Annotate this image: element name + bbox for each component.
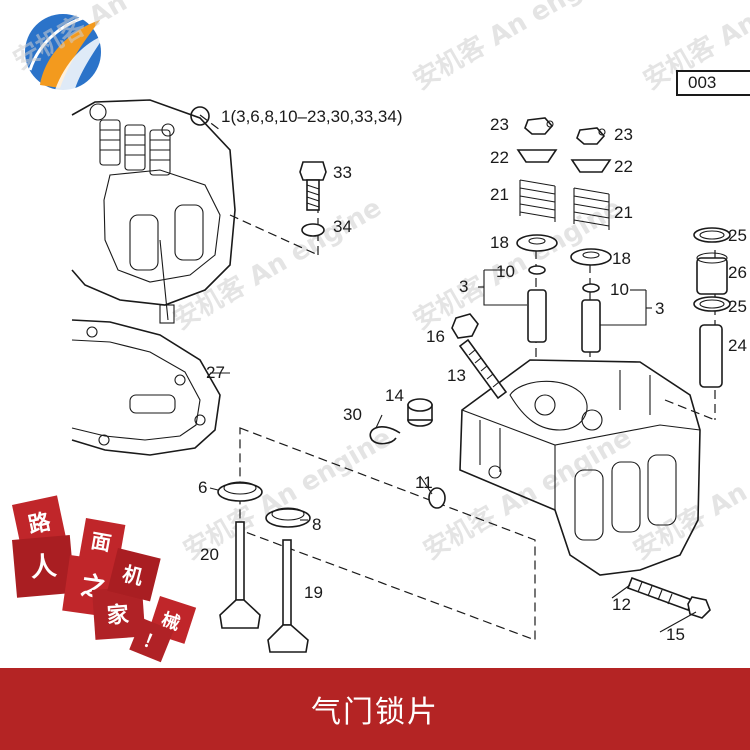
callout-23-right: 23 xyxy=(614,125,633,144)
valve-column-left xyxy=(516,117,558,343)
caption-text: 气门锁片 xyxy=(311,695,439,730)
bolt-12-15 xyxy=(626,576,711,619)
watermark: 安机客 An engine xyxy=(8,0,227,76)
callout-12: 12 xyxy=(612,595,631,614)
main-cylinder-head xyxy=(459,359,701,576)
callout-20: 20 xyxy=(200,545,219,564)
callout-25-top: 25 xyxy=(728,226,747,245)
callout-30: 30 xyxy=(343,405,362,424)
callout-3-left: 3 xyxy=(459,277,468,296)
watermark: 安机客 An engine xyxy=(418,422,637,566)
callout-labels: 1(3,6,8,10–23,30,33,34) 33 34 23 22 21 1… xyxy=(198,107,747,644)
cube-char: 人 xyxy=(29,551,58,583)
callout-10-right: 10 xyxy=(610,280,629,299)
stud-13-nut-16 xyxy=(451,313,508,400)
callout-18-right: 18 xyxy=(612,249,631,268)
callout-3-right: 3 xyxy=(655,299,664,318)
callout-1: 1(3,6,8,10–23,30,33,34) xyxy=(221,107,402,126)
callout-10-left: 10 xyxy=(496,262,515,281)
cube-stamp-logo: 路 人 之 家 面 机 械 ！ xyxy=(12,495,197,663)
callout-21-right: 21 xyxy=(614,203,633,222)
callout-8: 8 xyxy=(312,515,321,534)
callout-26: 26 xyxy=(728,263,747,282)
callout-brackets xyxy=(478,269,652,326)
nut-14 xyxy=(407,398,433,427)
callout-23-left: 23 xyxy=(490,115,509,134)
callout-6: 6 xyxy=(198,478,207,497)
callout-18-left: 18 xyxy=(490,233,509,252)
callout-33: 33 xyxy=(333,163,352,182)
watermark: 安机客 An engine xyxy=(628,422,750,566)
tube-assembly-right xyxy=(693,227,731,388)
callout-14: 14 xyxy=(385,386,404,405)
valve-20 xyxy=(219,521,261,629)
callout-24: 24 xyxy=(728,336,747,355)
cube-char: 面 xyxy=(89,528,113,555)
valve-column-right xyxy=(570,127,612,353)
document-number: 003 xyxy=(676,70,750,96)
valve-seat-8 xyxy=(265,507,311,528)
valve-19 xyxy=(267,539,309,653)
watermark: 安机客 An engine xyxy=(408,0,627,96)
callout-13: 13 xyxy=(447,366,466,385)
callout-22-right: 22 xyxy=(614,157,633,176)
clip-30 xyxy=(369,426,401,445)
washer-11 xyxy=(428,487,446,509)
cube-char: 家 xyxy=(106,601,131,629)
callout-leaders xyxy=(209,372,697,633)
callout-21-left: 21 xyxy=(490,185,509,204)
watermark: 安机客 An engine xyxy=(168,192,387,336)
callout-19: 19 xyxy=(304,583,323,602)
callout-16: 16 xyxy=(426,327,445,346)
brand-logo xyxy=(25,14,105,92)
bolt-33 xyxy=(299,161,327,211)
callout-22-left: 22 xyxy=(490,148,509,167)
oring-symbol xyxy=(190,106,210,126)
callout-15: 15 xyxy=(666,625,685,644)
callout-27: 27 xyxy=(206,363,225,382)
callout-11: 11 xyxy=(415,473,433,492)
callout-25-bottom: 25 xyxy=(728,297,747,316)
callout-34: 34 xyxy=(333,217,352,236)
washer-34 xyxy=(301,223,325,237)
left-cylinder-head xyxy=(71,99,236,324)
valve-seat-6 xyxy=(217,481,263,502)
head-gasket-27 xyxy=(71,319,221,456)
caption-bar: 气门锁片 xyxy=(0,668,750,750)
